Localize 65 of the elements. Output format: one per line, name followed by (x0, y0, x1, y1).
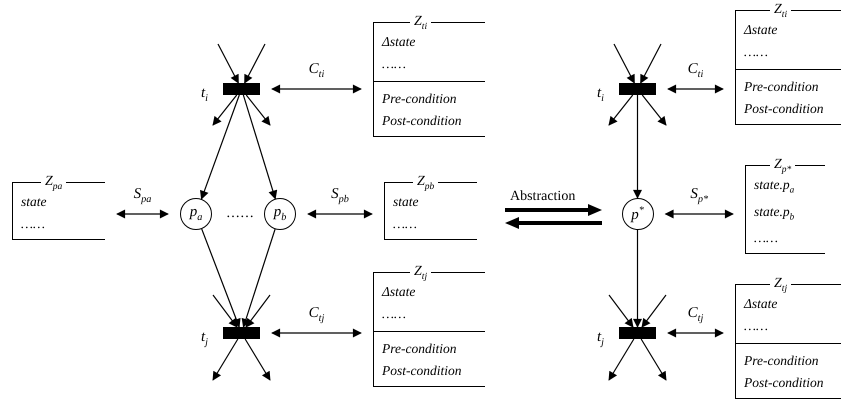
box-text: …… (382, 305, 408, 323)
ellipsis-text: …… (226, 205, 254, 223)
arrow (641, 294, 666, 328)
box-text: Post-condition (744, 100, 824, 118)
arrow (242, 94, 278, 200)
arrow (307, 210, 373, 218)
arrow (667, 328, 724, 338)
box-text: state (393, 193, 420, 211)
box-text: Post-condition (382, 112, 462, 130)
place-circle: p$^{*}$ (622, 198, 654, 230)
box-text: …… (393, 215, 418, 233)
arrow (608, 294, 634, 328)
arrow (640, 44, 662, 84)
place-circle: p$_{b}$ (264, 198, 296, 230)
arrow (201, 228, 241, 328)
arrow (212, 94, 238, 126)
arrow (642, 94, 667, 126)
transition-bar (619, 83, 656, 95)
arrow (116, 210, 169, 218)
box-text: Pre-condition (382, 340, 458, 358)
arrow (245, 294, 270, 328)
box-text: …… (744, 317, 770, 335)
transition-label: t$_{j}$ (201, 328, 208, 350)
box-text: state.p$_{b}$ (754, 202, 796, 224)
arrow (640, 338, 667, 381)
arrow (633, 230, 642, 328)
arrow (212, 294, 238, 328)
box-text: Pre-condition (744, 352, 820, 370)
box-text: …… (21, 215, 46, 233)
transition-label: t$_{j}$ (597, 328, 604, 350)
arrow (244, 44, 266, 84)
place-circle: p$_{a}$ (180, 198, 212, 230)
abstraction-label: Abstraction (510, 188, 576, 206)
box-text: Δstate (382, 283, 416, 301)
box-text: Δstate (744, 21, 778, 39)
transition-label: t$_{i}$ (201, 84, 208, 106)
transition-bar (223, 327, 260, 339)
box-text: state (21, 193, 48, 211)
arrow (242, 229, 276, 328)
transition-bar (619, 327, 656, 339)
arrow (667, 84, 724, 94)
arrow (244, 338, 271, 381)
box-text: …… (754, 229, 780, 248)
box-text: Δstate (744, 295, 778, 313)
arrow (246, 94, 271, 126)
box-text: Pre-condition (744, 78, 820, 96)
box-text: Post-condition (744, 374, 824, 392)
arrow (608, 338, 634, 381)
box-text: Post-condition (382, 362, 462, 380)
arrow (200, 94, 240, 200)
arrow (217, 44, 239, 84)
arrow (613, 44, 635, 84)
arrow (664, 210, 734, 218)
arrow (212, 338, 238, 381)
box-text: Pre-condition (382, 90, 458, 108)
box-text: …… (382, 55, 408, 73)
transition-bar (223, 83, 260, 95)
box-text: state.p$_{a}$ (754, 176, 796, 197)
arrow (271, 84, 362, 94)
box-text: …… (744, 43, 770, 61)
box-text: Δstate (382, 33, 416, 51)
arrow (271, 328, 362, 338)
arrow (608, 94, 634, 126)
transition-label: t$_{i}$ (597, 84, 604, 106)
arrow (633, 95, 642, 199)
